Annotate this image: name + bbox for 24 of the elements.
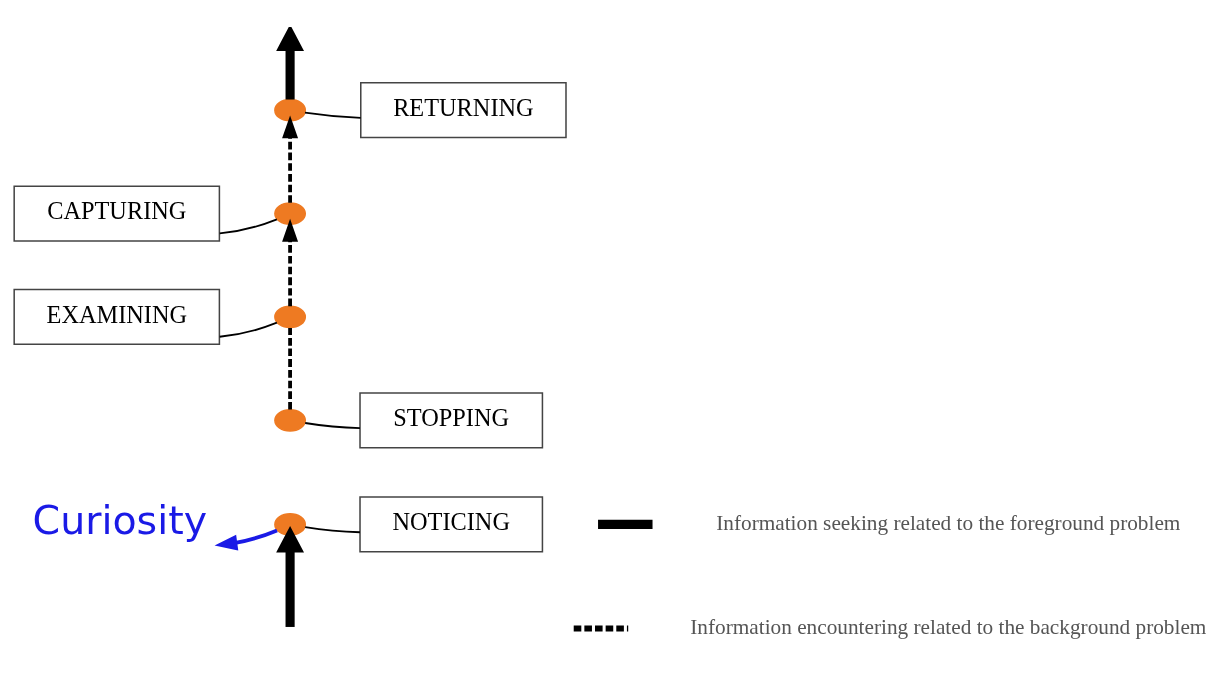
arrow xyxy=(282,218,299,306)
node-text: Curiosity xyxy=(32,496,208,543)
connector xyxy=(218,321,278,338)
arrow xyxy=(214,528,278,550)
node-box: RETURNING xyxy=(360,81,567,138)
legend-label: Information encountering related to the background problem xyxy=(690,614,1207,639)
node-box: CAPTURING xyxy=(13,184,221,242)
connector xyxy=(304,525,361,533)
node-circle xyxy=(274,305,307,328)
node-circle xyxy=(274,98,307,122)
connector xyxy=(304,111,362,119)
node-box: EXAMINING xyxy=(13,288,221,345)
node-circle xyxy=(274,408,307,432)
node-box: STOPPING xyxy=(359,391,544,448)
connector xyxy=(218,217,278,234)
arrow xyxy=(276,26,304,100)
node-circle xyxy=(274,512,307,536)
legend-label: Information seeking related to the foreground problem xyxy=(716,510,1181,535)
connector xyxy=(288,327,292,409)
node-box: NOTICING xyxy=(359,495,544,553)
arrow xyxy=(282,114,299,203)
connector xyxy=(304,421,361,429)
arrow xyxy=(276,525,304,627)
node-circle xyxy=(274,201,307,225)
